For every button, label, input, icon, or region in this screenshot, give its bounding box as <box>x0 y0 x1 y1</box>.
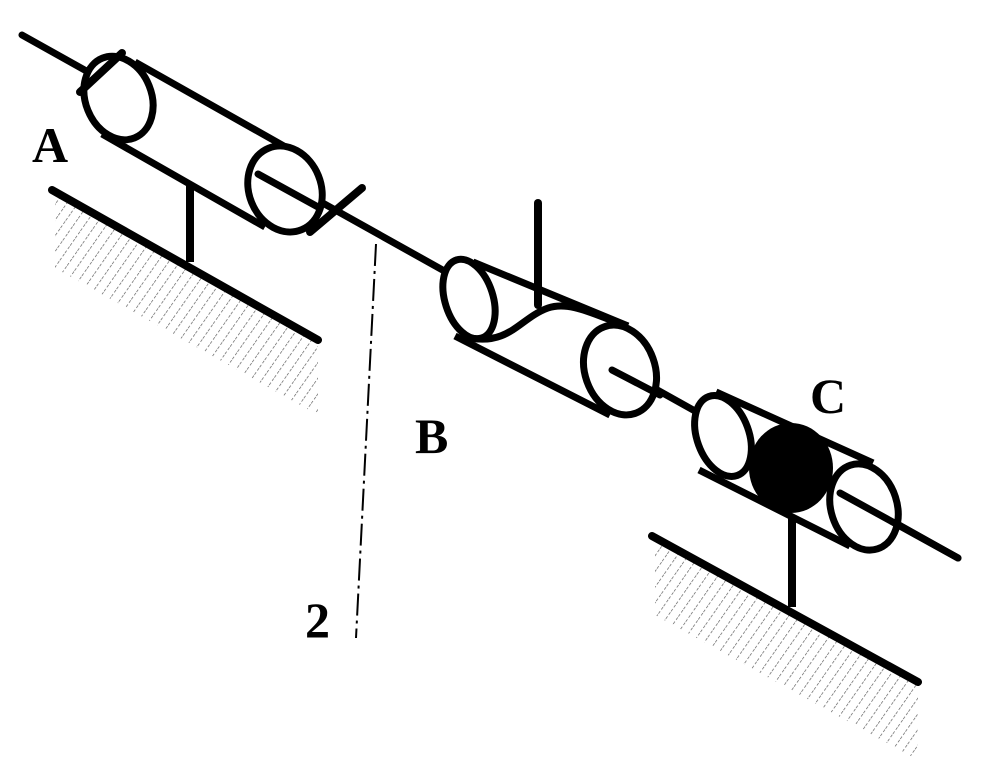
cam-groove-curve <box>469 302 629 343</box>
bearing-cylinder-a <box>80 52 326 236</box>
label-a: A <box>32 117 68 173</box>
collar-left <box>76 49 126 96</box>
label-b: B <box>415 408 448 464</box>
cam-cylinder-b <box>439 199 664 419</box>
ball-joint <box>749 423 833 513</box>
collar-right <box>306 184 366 236</box>
center-line-2 <box>355 243 377 639</box>
label-c: C <box>810 368 846 424</box>
bearing-cylinder-c <box>691 388 962 562</box>
label-2: 2 <box>305 592 330 648</box>
